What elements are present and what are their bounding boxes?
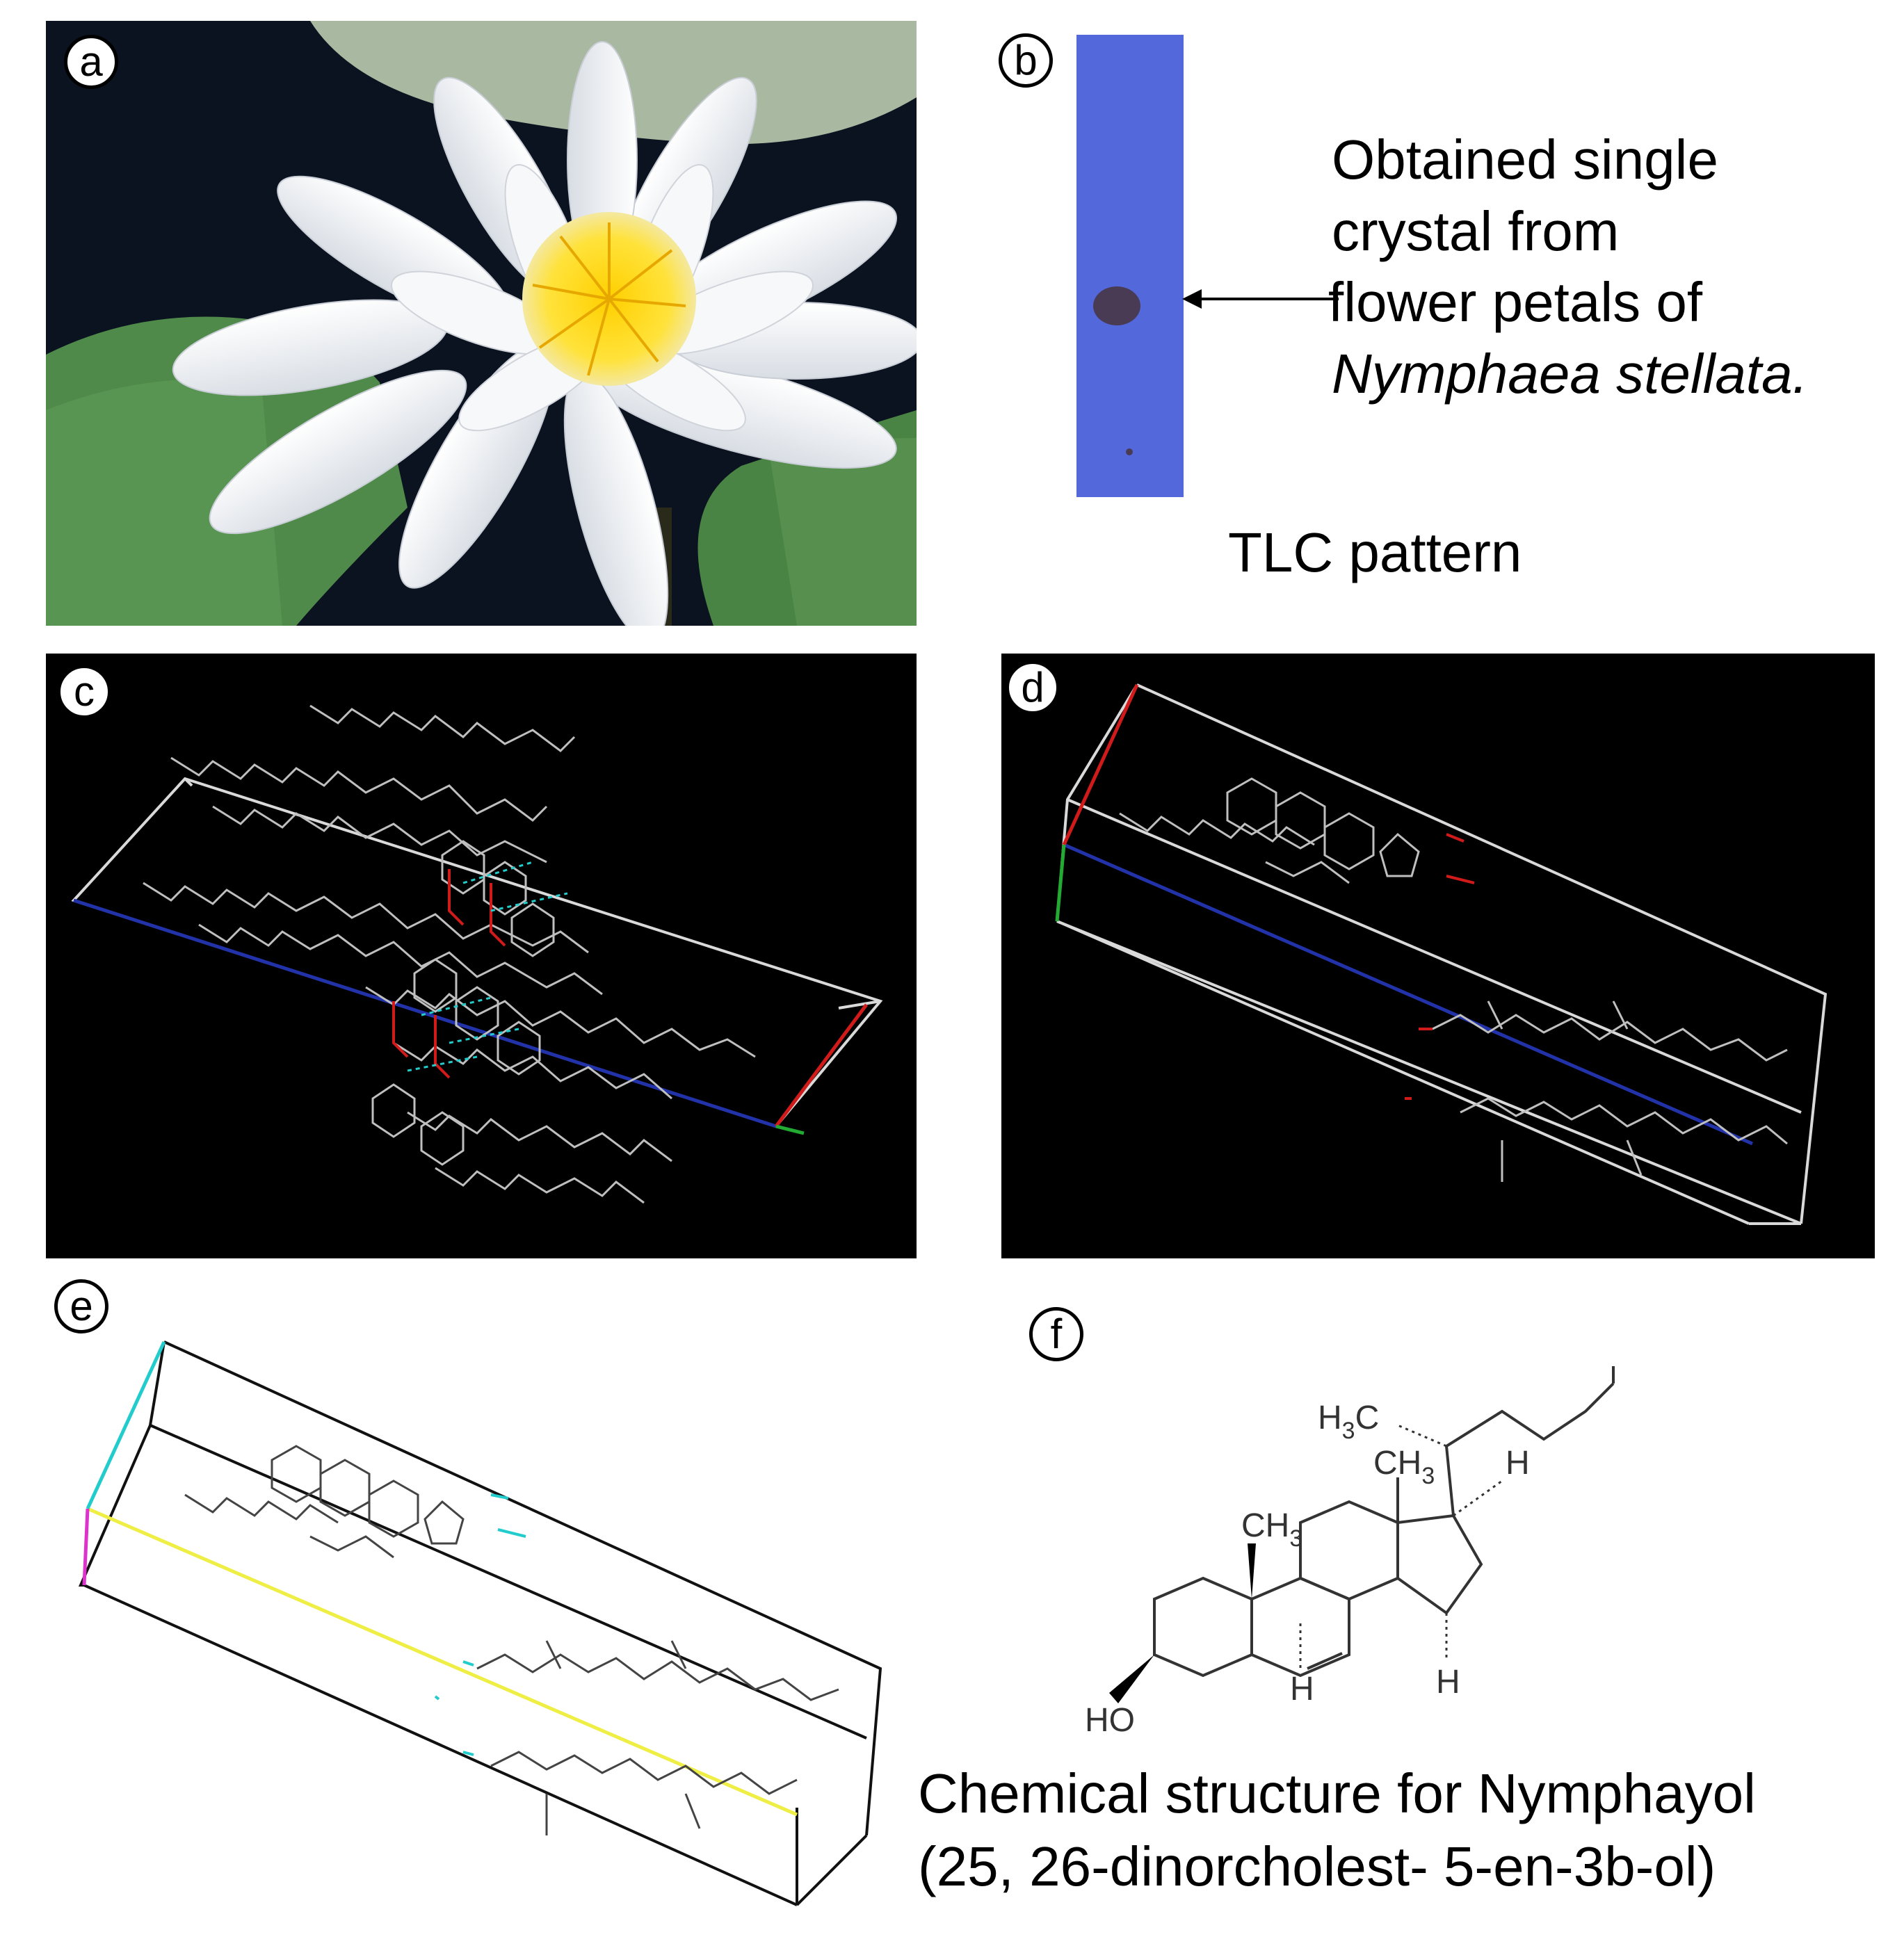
panel-b-tlc: b Obtained single crystal from flower pe… [960,21,1885,626]
tlc-annotation-line-2: crystal from [1332,200,1620,262]
crystal-packing-image [46,654,917,1258]
unit-cell-light-image [46,1279,917,1926]
nymphayol-structure-diagram: H3C CH3 H CH3 H H HO [1085,1366,1615,1739]
lily-photo-image [46,21,917,626]
atom-h3c: H3C [1318,1400,1379,1444]
panel-d-unit-cell: d [1001,654,1875,1258]
annotation-leader-line [1241,298,1339,300]
atom-h-right: H [1436,1664,1460,1701]
panel-f-chemical-structure: f H3C CH3 H CH [918,1307,1904,1919]
atom-h-upper: H [1506,1445,1530,1482]
panel-e-label: e [54,1279,108,1333]
atom-h-mid: H [1290,1671,1314,1708]
atom-ch3-upper: CH3 [1373,1445,1435,1489]
atom-ch3-lower: CH3 [1241,1507,1302,1552]
panel-a-lily-photo: a [46,21,917,626]
tlc-annotation-line-3: flower petals of [1328,271,1703,333]
structure-caption-line-2: (25, 26-dinorcholest- 5-en-3b-ol) [918,1835,1716,1897]
panel-c-label: c [57,665,111,719]
panel-e-unit-cell: e [46,1279,917,1926]
panel-d-label: d [1006,660,1060,715]
panel-f-label: f [1029,1307,1083,1361]
structure-caption-line-1: Chemical structure for Nymphayol [918,1762,1756,1824]
panel-c-crystal-packing: c [46,654,917,1258]
panel-a-label: a [64,35,118,89]
unit-cell-dark-image [1001,654,1875,1258]
tlc-annotation-line-1: Obtained single [1332,129,1718,190]
tlc-species-name: Nymphaea stellata. [1332,343,1808,405]
panel-b-label: b [999,33,1053,88]
tlc-caption: TLC pattern [1228,521,1522,583]
atom-ho: HO [1085,1702,1135,1739]
pointer-arrow [1182,289,1245,309]
tlc-plate-image [1076,35,1184,497]
